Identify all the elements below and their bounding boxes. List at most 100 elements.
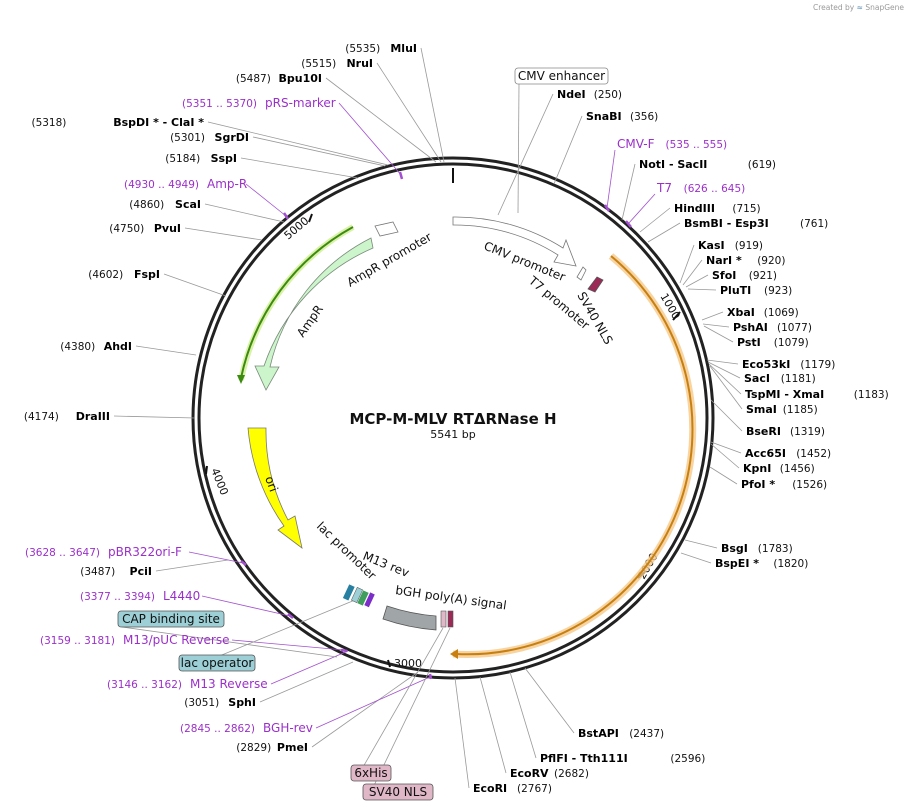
site-smai[interactable]: SmaI(1185) — [746, 403, 818, 416]
site-name: PmeI — [277, 741, 308, 754]
site-ecori[interactable]: EcoRI(2767) — [473, 782, 552, 795]
primer-amp-r[interactable]: (4930 .. 4949) Amp-R — [124, 177, 247, 191]
feature-box-cap-binding-site[interactable]: CAP binding site — [117, 610, 225, 628]
site-position: (1179) — [800, 359, 835, 371]
primer-name: pRS-marker — [265, 96, 336, 110]
site-position: (1069) — [764, 307, 799, 319]
site-position: (4602) — [88, 269, 123, 281]
snapgene-brand: Created by ≈ SnapGene — [813, 3, 904, 12]
site-name: PfoI * — [741, 478, 775, 491]
sv40-nls-mark — [587, 276, 604, 293]
site-sgrdi[interactable]: SgrDI(5301) — [170, 131, 249, 144]
site-pmei[interactable]: PmeI(2829) — [236, 741, 308, 754]
feature-box-text: CAP binding site — [122, 612, 220, 626]
primer-name: Amp-R — [207, 177, 247, 191]
site-name: TspMI - XmaI — [745, 388, 824, 401]
site-bspdi[interactable]: BspDI * - ClaI *(5318) — [31, 116, 204, 129]
feature-box-text: lac operator — [181, 656, 254, 670]
site-name: PstI — [737, 336, 761, 349]
site-bpu10i[interactable]: Bpu10I(5487) — [236, 72, 322, 85]
site-pflfi[interactable]: PflFI - Tth111I(2596) — [540, 752, 705, 765]
site-eco53ki[interactable]: Eco53kI(1179) — [742, 358, 835, 371]
his-tag-mark — [440, 610, 447, 628]
feature-box-six-his[interactable]: 6xHis — [350, 764, 392, 782]
site-saci[interactable]: SacI(1181) — [744, 372, 816, 385]
site-snabi[interactable]: SnaBI(356) — [586, 110, 658, 123]
site-position: (1452) — [796, 448, 831, 460]
site-bseri[interactable]: BseRI(1319) — [746, 425, 825, 438]
site-bsmbi[interactable]: BsmBI - Esp3I(761) — [684, 217, 828, 230]
site-name: PciI — [130, 565, 152, 578]
site-ndei[interactable]: NdeI(250) — [557, 88, 622, 101]
site-noti[interactable]: NotI - SacII(619) — [639, 158, 776, 171]
site-sspi[interactable]: SspI(5184) — [165, 152, 237, 165]
site-name: XbaI — [727, 306, 755, 319]
site-psti[interactable]: PstI (1079) — [737, 336, 809, 349]
site-kpni[interactable]: KpnI(1456) — [743, 462, 815, 475]
site-xbai[interactable]: XbaI (1069) — [727, 306, 799, 319]
primer-m13-puc-reverse[interactable]: (3159 .. 3181)M13/pUC Reverse — [40, 633, 230, 647]
snapgene-logo-icon: ≈ — [856, 3, 863, 12]
primer-range: (535 .. 555) — [666, 139, 728, 151]
site-position: (5487) — [236, 73, 271, 85]
site-position: (1783) — [758, 543, 793, 555]
site-position: (5318) — [31, 117, 66, 129]
primer-name: CMV-F — [617, 137, 655, 151]
site-sfoi[interactable]: SfoI(921) — [712, 269, 777, 282]
primer-range: (4930 .. 4949) — [124, 179, 199, 191]
site-pcii[interactable]: PciI (3487) — [80, 565, 152, 578]
primer-cmv-f[interactable]: CMV-F (535 .. 555) — [617, 137, 727, 151]
site-hindiii[interactable]: HindIII(715) — [674, 202, 761, 215]
primer-l4440[interactable]: (3377 .. 3394)L4440 — [80, 589, 200, 603]
site-sphi[interactable]: SphI(3051) — [184, 696, 256, 709]
ori-label: ori — [262, 474, 280, 493]
site-pluti[interactable]: PluTI(923) — [720, 284, 792, 297]
feature-box-text: CMV enhancer — [518, 69, 605, 83]
primer-bgh-rev[interactable]: (2845 .. 2862)BGH-rev — [180, 721, 313, 735]
primer-t7[interactable]: T7(626 .. 645) — [656, 181, 745, 195]
site-name: MluI — [390, 42, 417, 55]
site-position: (5184) — [165, 153, 200, 165]
site-name: SphI — [228, 696, 256, 709]
site-bsgi[interactable]: BsgI(1783) — [721, 542, 793, 555]
primer-name: pBR322ori-F — [108, 545, 182, 559]
feature-box-sv40-nls[interactable]: SV40 NLS — [362, 783, 434, 801]
site-position: (921) — [749, 270, 777, 282]
site-position: (923) — [764, 285, 792, 297]
site-leader-lines — [113, 47, 743, 789]
feature-box-lac-operator[interactable]: lac operator — [178, 654, 256, 672]
site-name: KasI — [698, 239, 725, 252]
site-pfoi[interactable]: PfoI *(1526) — [741, 478, 827, 491]
site-scai[interactable]: ScaI (4860) — [129, 198, 201, 211]
cmv-promoter-arrow — [452, 216, 577, 267]
primer-range: (3377 .. 3394) — [80, 591, 155, 603]
site-acc65i[interactable]: Acc65I(1452) — [745, 447, 831, 460]
site-mlui[interactable]: MluI(5535) — [345, 42, 417, 55]
site-kasi[interactable]: KasI(919) — [698, 239, 763, 252]
primer-m13-reverse[interactable]: (3146 .. 3162)M13 Reverse — [107, 677, 268, 691]
site-pshai[interactable]: PshAI(1077) — [733, 321, 812, 334]
site-position: (1079) — [774, 337, 809, 349]
site-position: (4860) — [129, 199, 164, 211]
site-nari[interactable]: NarI *(920) — [706, 254, 785, 267]
site-position: (1183) — [854, 389, 889, 401]
site-position: (1319) — [790, 426, 825, 438]
primer-pbr322ori-f[interactable]: (3628 .. 3647)pBR322ori-F — [25, 545, 182, 559]
site-bspei[interactable]: BspEI *(1820) — [715, 557, 808, 570]
site-position: (3487) — [80, 566, 115, 578]
site-name: DraIII — [76, 410, 110, 423]
site-ecorv[interactable]: EcoRV(2682) — [510, 767, 589, 780]
site-ahdi[interactable]: AhdI(4380) — [60, 340, 132, 353]
site-bstapi[interactable]: BstAPI(2437) — [578, 727, 664, 740]
site-pvui[interactable]: PvuI(4750) — [109, 222, 181, 235]
site-tspmi[interactable]: TspMI - XmaI (1183) — [745, 388, 889, 401]
feature-box-cmv-enhancer[interactable]: CMV enhancer — [514, 67, 609, 85]
site-draiii[interactable]: DraIII(4174) — [24, 410, 110, 423]
primer-prs-marker[interactable]: (5351 .. 5370)pRS-marker — [182, 96, 336, 110]
site-fspi[interactable]: FspI(4602) — [88, 268, 160, 281]
site-nrui[interactable]: NruI(5515) — [301, 57, 373, 70]
feature-box-text: 6xHis — [354, 766, 387, 780]
site-name: ScaI — [175, 198, 201, 211]
t7-promoter-mark — [576, 266, 587, 281]
